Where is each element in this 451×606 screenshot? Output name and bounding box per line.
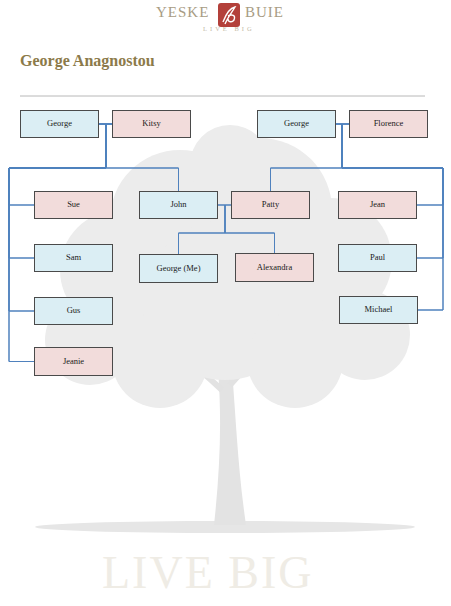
logo-text: LIVE BIG bbox=[203, 25, 255, 32]
person-name: George bbox=[284, 119, 309, 128]
family-connector bbox=[9, 124, 112, 362]
title-rule bbox=[20, 96, 425, 97]
person-box: George bbox=[20, 110, 99, 138]
person-box: Sue bbox=[34, 191, 113, 219]
person-name: Sue bbox=[67, 200, 80, 209]
person-box: Michael bbox=[339, 296, 418, 324]
tree-trunk bbox=[214, 370, 246, 525]
person-box: Florence bbox=[349, 110, 428, 138]
person-name: Florence bbox=[374, 119, 404, 128]
person-box: Jean bbox=[338, 191, 417, 219]
person-name: Gus bbox=[67, 306, 81, 315]
person-box: Kitsy bbox=[112, 110, 191, 138]
family-connector bbox=[336, 124, 443, 258]
person-name: Sam bbox=[66, 253, 81, 262]
logo-text: YESKE bbox=[156, 4, 209, 21]
logo-monogram-swirl bbox=[223, 7, 235, 24]
person-name: Jean bbox=[370, 200, 385, 209]
person-name: Michael bbox=[365, 305, 393, 314]
person-box: John bbox=[139, 191, 218, 219]
person-box: George (Me) bbox=[139, 254, 218, 283]
person-name: Alexandra bbox=[257, 263, 292, 272]
logo-text: BUIE bbox=[245, 4, 284, 21]
person-name: Kitsy bbox=[142, 119, 160, 128]
person-box: Gus bbox=[34, 297, 113, 325]
family-connector bbox=[9, 124, 112, 311]
tree-foliage bbox=[112, 312, 208, 408]
family-connector bbox=[9, 124, 106, 362]
tree-foliage bbox=[247, 312, 343, 408]
person-box: Alexandra bbox=[235, 253, 314, 282]
family-connector bbox=[336, 124, 443, 310]
person-name: George bbox=[47, 119, 72, 128]
watermark-tree bbox=[35, 125, 415, 533]
person-name: Paul bbox=[370, 253, 385, 262]
person-name: Patty bbox=[262, 200, 279, 209]
person-box: Paul bbox=[338, 244, 417, 272]
watermark-text: LIVE BIG bbox=[102, 546, 313, 599]
person-box: Jeanie bbox=[34, 347, 113, 376]
page-title: George Anagnostou bbox=[20, 52, 155, 70]
logo-mark bbox=[218, 3, 240, 27]
person-box: Patty bbox=[231, 191, 310, 219]
person-name: John bbox=[170, 200, 186, 209]
person-name: George (Me) bbox=[157, 264, 201, 273]
logo-monogram bbox=[218, 3, 240, 27]
person-name: Jeanie bbox=[63, 357, 84, 366]
person-box: George bbox=[257, 110, 336, 138]
family-connector bbox=[9, 124, 112, 258]
person-box: Sam bbox=[34, 244, 113, 272]
